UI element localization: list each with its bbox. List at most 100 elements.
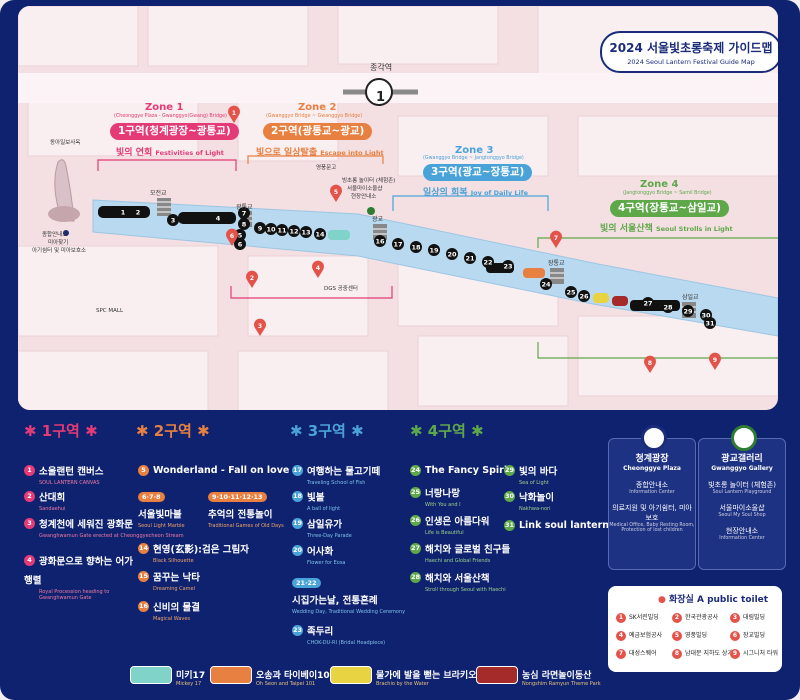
zone4-title: Zone 4 <box>640 179 679 190</box>
legend-zone3: ✱ 3구역 ✱ <box>290 420 420 441</box>
toilet-pin-label: 9 <box>713 357 717 364</box>
shop-label: 서울마이소울샵 <box>347 186 383 192</box>
route-dot <box>300 226 312 238</box>
zone1-pill: 1구역(청계광장~광통교) <box>110 123 239 140</box>
toilet-pin-icon: ● <box>658 595 666 605</box>
card-title: 광교갤러리 <box>721 454 763 464</box>
toilet-pin-icon <box>254 318 266 336</box>
route-dot-label: 4 <box>216 215 221 223</box>
zone4-pill: 4구역(장통교~삼일교) <box>610 200 729 217</box>
card-line-en: Information Center <box>719 536 765 541</box>
route-dot <box>314 228 326 240</box>
toilet-pin-icon <box>644 355 656 373</box>
info-card-gwanggyo: 광교갤러리 Gwanggyo Gallery 빛초롱 놀이터 (체험존) Sou… <box>698 425 786 570</box>
bottom-label-en: Oh Seon and Taipei 101 <box>256 681 316 687</box>
route-dot-label: 27 <box>643 300 652 308</box>
route-dot-label: 3 <box>171 217 176 225</box>
route-dot <box>540 278 552 290</box>
route-dot-label: 12 <box>289 228 298 236</box>
card-line-en: Information Center <box>629 490 675 495</box>
route-dot <box>212 212 224 224</box>
zone2-theme: 빛으로 일상탈출 Escape into Light <box>256 148 384 158</box>
route-dot <box>254 222 266 234</box>
zone4-theme: 빛의 서울산책 Seoul Strolls in Light <box>600 224 733 234</box>
route-dot-label: 23 <box>503 263 512 271</box>
route-dot-label: 16 <box>375 238 385 246</box>
swatch-nongshim <box>476 666 518 684</box>
card-line: 현장안내소 <box>725 527 759 535</box>
route-dot-label: 25 <box>566 289 576 297</box>
route-dot-label: 28 <box>663 304 673 312</box>
zone3-pill: 3구역(광교~장통교) <box>423 164 533 181</box>
route-dot <box>446 248 458 260</box>
map-title: 2024 서울빛초롱축제 가이드맵 2024 Seoul Lantern Fes… <box>600 31 778 73</box>
route-dot-label: 1 <box>121 209 126 217</box>
route-dot-label: 26 <box>579 293 589 301</box>
route-dot-label: 9 <box>258 225 263 233</box>
route-dot <box>578 290 590 302</box>
card-subtitle: Gwanggyo Gallery <box>711 465 773 472</box>
route-dot-label: 11 <box>277 227 287 235</box>
bottom-label: 물가에 발을 뻗는 브라키오 <box>376 671 477 681</box>
card-title: 청계광장 <box>635 454 669 464</box>
info-sub-label: 미아찾기 <box>48 240 69 246</box>
route-dot-label: 7 <box>242 210 247 218</box>
legend-zone1: ✱ 1구역 ✱ <box>24 420 144 441</box>
route-dot-label: 31 <box>705 320 715 328</box>
bridge-label-5: 삼일교 <box>682 294 699 301</box>
route-dot <box>117 206 129 218</box>
zone2-sub: (Gwanggyo Bridge ~ Gwanggyo Bridge) <box>266 114 363 119</box>
route-dot-label: 22 <box>483 259 492 267</box>
toilet-pin-icon <box>227 105 240 123</box>
card-line: 종합안내소 <box>635 481 669 489</box>
card-line-en: Medical Office, Baby Resting Room, Prote… <box>609 523 695 533</box>
route-dot <box>682 305 694 317</box>
swatch-mickey <box>130 666 172 684</box>
route-dot-label: 19 <box>429 247 439 255</box>
bridge-label-2: 광통교 <box>236 204 253 211</box>
route-dot <box>482 256 494 268</box>
toilet-pin-icon <box>246 270 258 288</box>
bottom-label: 미키17 <box>176 671 206 681</box>
card-line: 빛초롱 놀이터 (체험존) <box>708 481 776 489</box>
toilet-pin-label: 4 <box>316 265 320 272</box>
toilet-pin-icon <box>330 184 342 202</box>
bottom-label-en: Mickey 17 <box>176 681 202 687</box>
route-dot <box>374 235 386 247</box>
route-dot-label: 17 <box>393 241 402 249</box>
route-dot <box>410 241 422 253</box>
legend-zone4-head: ✱ 4구역 ✱ <box>410 422 484 440</box>
route-dot <box>167 214 179 226</box>
location-pin-icon <box>641 425 667 451</box>
swatch-taipei <box>210 666 252 684</box>
legend-zone2-head: ✱ 2구역 ✱ <box>136 422 210 440</box>
dgs-label: DGS 공중센터 <box>324 286 358 292</box>
legend-zone1-head: ✱ 1구역 ✱ <box>24 422 98 440</box>
route-dot <box>704 317 716 329</box>
route-dot <box>464 252 476 264</box>
route-dot <box>234 238 246 250</box>
bridge-label-1: 모전교 <box>150 190 167 197</box>
guide-label: 영풍문고 <box>316 165 337 171</box>
zone3-theme: 일상의 회복 Joy of Daily Life <box>423 188 528 198</box>
landmark-label: 동아일보사옥 <box>50 140 81 146</box>
bridge-label-3: 광교 <box>372 216 384 223</box>
